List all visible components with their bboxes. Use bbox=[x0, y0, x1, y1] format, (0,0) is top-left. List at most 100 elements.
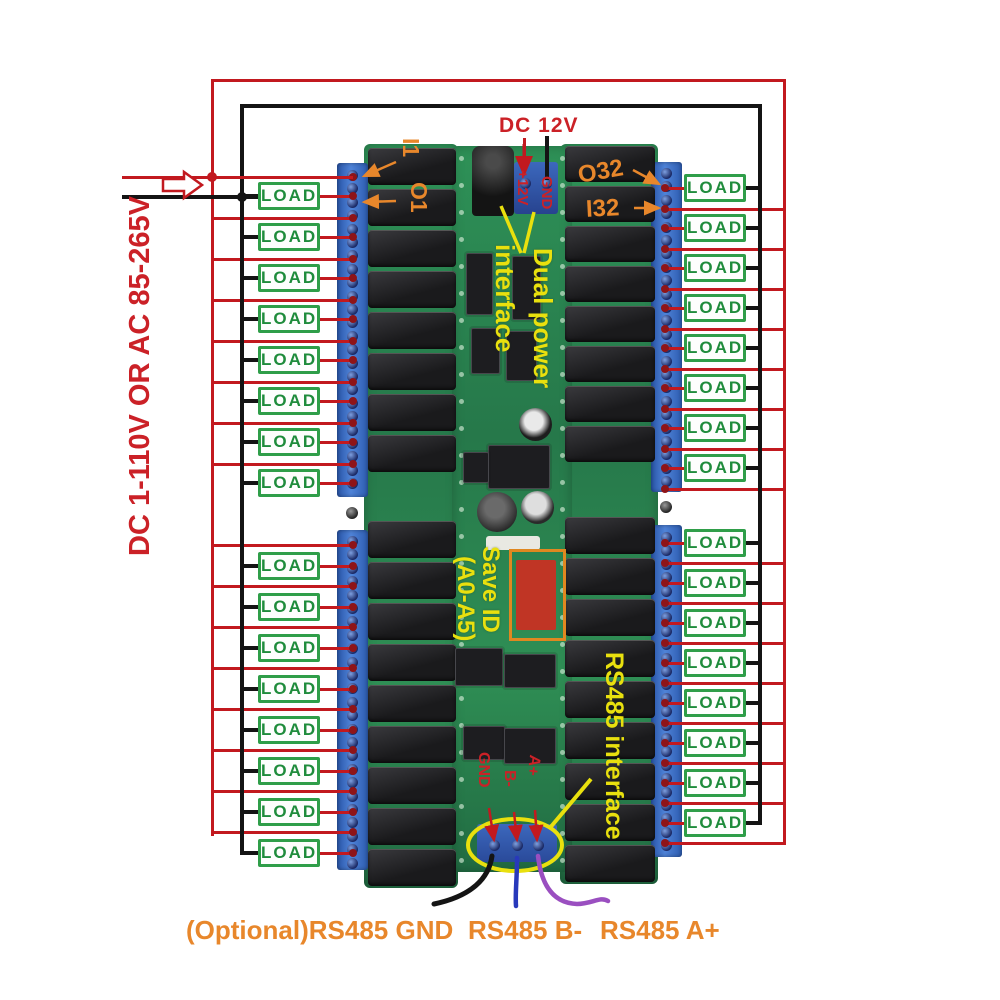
red-bus-right bbox=[783, 79, 786, 844]
terminal-screw bbox=[347, 330, 358, 342]
plus12v-pin-label: +12V bbox=[514, 170, 531, 206]
channel-feed-wire bbox=[213, 790, 353, 793]
solder-pad bbox=[459, 777, 464, 782]
terminal-screw bbox=[661, 786, 672, 798]
relay bbox=[368, 808, 456, 845]
load-output-wire bbox=[667, 227, 684, 230]
wire-terminal-dot bbox=[661, 304, 669, 312]
load-box: LOAD bbox=[258, 798, 320, 826]
load-box: LOAD bbox=[258, 182, 320, 210]
relay bbox=[565, 386, 655, 422]
relay bbox=[368, 394, 456, 431]
wire-terminal-dot bbox=[661, 819, 669, 827]
terminal-screw bbox=[347, 277, 358, 289]
wire-terminal-dot bbox=[661, 579, 669, 587]
terminal-screw bbox=[661, 585, 672, 597]
relay bbox=[368, 435, 456, 472]
load-neutral-wire bbox=[746, 226, 762, 230]
channel-feed-wire bbox=[213, 340, 353, 343]
terminal-screw bbox=[347, 857, 358, 869]
terminal-screw bbox=[347, 830, 358, 842]
pcb-left-column bbox=[364, 144, 458, 888]
wire-terminal-dot bbox=[661, 839, 669, 847]
load-neutral-wire bbox=[746, 621, 762, 625]
wire-terminal-dot bbox=[349, 726, 357, 734]
wire-terminal-dot bbox=[661, 245, 669, 253]
wire-terminal-dot bbox=[349, 541, 357, 549]
relay bbox=[565, 599, 655, 636]
wire-terminal-dot bbox=[349, 233, 357, 241]
load-box: LOAD bbox=[684, 214, 746, 242]
load-output-wire bbox=[320, 606, 353, 609]
load-neutral-wire bbox=[746, 661, 762, 665]
ic-chip bbox=[504, 654, 556, 688]
relay bbox=[368, 312, 456, 349]
load-neutral-wire bbox=[244, 481, 258, 485]
wire-terminal-dot bbox=[661, 699, 669, 707]
wire-terminal-dot bbox=[349, 315, 357, 323]
load-output-wire bbox=[320, 359, 353, 362]
solder-pad bbox=[459, 750, 464, 755]
channel-feed-wire bbox=[667, 762, 786, 765]
channel-feed-wire bbox=[667, 288, 786, 291]
terminal-screw bbox=[661, 395, 672, 407]
solder-pad bbox=[560, 345, 565, 350]
wire-terminal-dot bbox=[349, 255, 357, 263]
relay bbox=[565, 722, 655, 759]
wire-terminal-dot bbox=[349, 378, 357, 386]
solder-pad bbox=[560, 804, 565, 809]
wire-terminal-dot bbox=[661, 799, 669, 807]
power-gnd-pin-label: GND bbox=[538, 176, 555, 210]
ic-chip bbox=[455, 648, 503, 686]
wire-terminal-dot bbox=[349, 767, 357, 775]
channel-feed-wire bbox=[667, 682, 786, 685]
terminal-screw bbox=[347, 384, 358, 396]
load-neutral-wire bbox=[244, 358, 258, 362]
load-output-wire bbox=[667, 542, 684, 545]
channel-feed-wire bbox=[213, 422, 353, 425]
wire-terminal-dot bbox=[349, 460, 357, 468]
wire-terminal-dot bbox=[349, 419, 357, 427]
terminal-screw bbox=[347, 304, 358, 315]
load-box: LOAD bbox=[258, 346, 320, 374]
load-output-wire bbox=[667, 662, 684, 665]
terminal-screw bbox=[347, 790, 358, 802]
rs485-b-label: RS485 B- bbox=[468, 915, 583, 945]
solder-pad bbox=[560, 615, 565, 620]
voltage-range-label: DC 1-110V OR AC 85-265V bbox=[124, 196, 156, 556]
channel-feed-wire bbox=[667, 722, 786, 725]
solder-pad bbox=[560, 399, 565, 404]
terminal-screw bbox=[347, 616, 358, 628]
i1-label: I1 bbox=[398, 138, 424, 158]
relay bbox=[368, 353, 456, 390]
optional-rs485-gnd-label: (Optional)RS485 GND bbox=[186, 915, 454, 945]
load-output-wire bbox=[320, 441, 353, 444]
terminal-screw bbox=[347, 576, 358, 588]
ic-chip bbox=[471, 328, 500, 374]
load-neutral-wire bbox=[244, 564, 258, 568]
solder-pad bbox=[560, 642, 565, 647]
terminal-screw bbox=[347, 424, 358, 436]
terminal-screw bbox=[347, 750, 358, 762]
solder-pad bbox=[459, 156, 464, 161]
load-neutral-wire bbox=[244, 646, 258, 650]
ic-chip bbox=[512, 256, 541, 320]
terminal-screw bbox=[347, 371, 358, 382]
solder-pad bbox=[459, 507, 464, 512]
channel-feed-wire bbox=[213, 544, 353, 547]
channel-feed-wire bbox=[213, 463, 353, 466]
load-output-wire bbox=[667, 187, 684, 190]
pin-header bbox=[486, 536, 540, 550]
terminal-screw bbox=[661, 328, 672, 340]
load-output-wire bbox=[667, 347, 684, 350]
power-terminal-screw-plus bbox=[520, 178, 531, 189]
solder-pad bbox=[459, 318, 464, 323]
load-neutral-wire bbox=[746, 821, 762, 825]
save-id-label-line2: (A0-A5) bbox=[452, 556, 479, 642]
relay bbox=[565, 845, 655, 882]
terminal-screw bbox=[661, 369, 672, 380]
load-output-wire bbox=[320, 811, 353, 814]
channel-feed-wire bbox=[667, 642, 786, 645]
wire-terminal-dot bbox=[349, 214, 357, 222]
